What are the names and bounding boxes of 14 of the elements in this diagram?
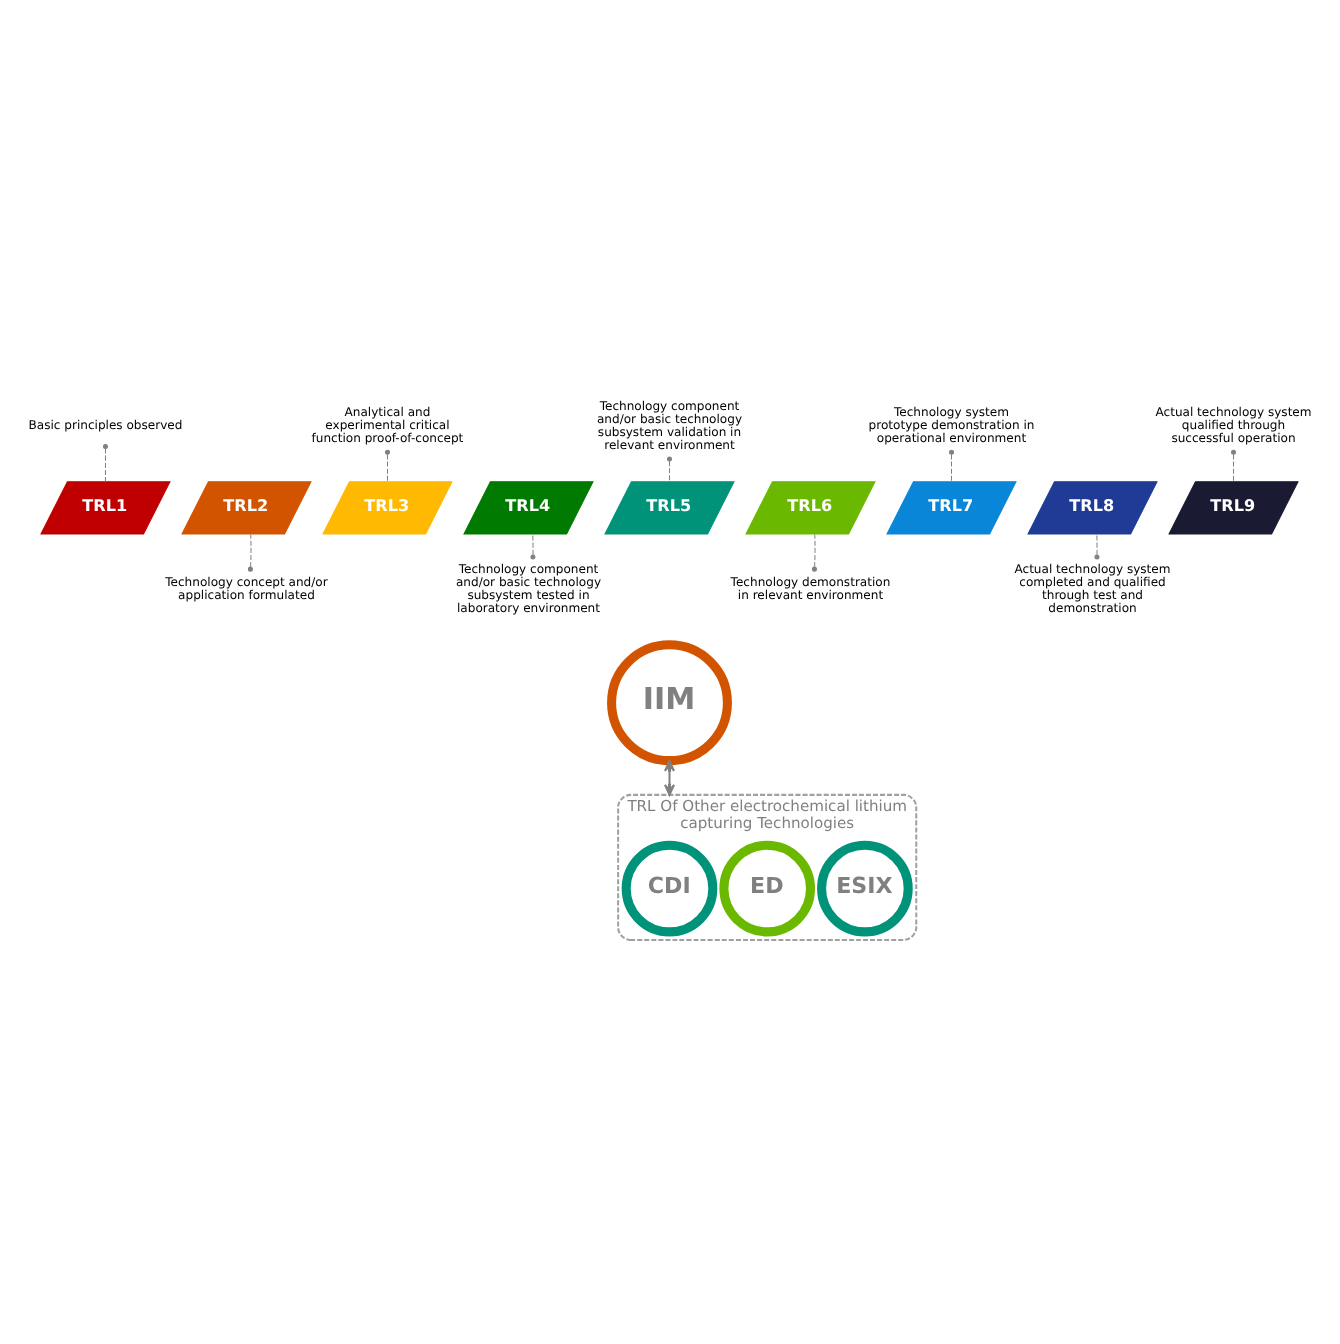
connector	[811, 533, 817, 572]
connector	[666, 456, 672, 483]
connector	[1094, 533, 1100, 560]
node-circle: ESIX	[817, 840, 913, 937]
node-circle: ED	[719, 840, 816, 937]
connector	[949, 449, 955, 483]
connector	[384, 449, 390, 483]
arrow	[663, 759, 676, 796]
node-circle: CDI	[621, 840, 718, 937]
connector	[530, 533, 536, 560]
connector	[247, 533, 253, 572]
connector	[1231, 449, 1237, 483]
node-circle: IIM	[607, 640, 732, 766]
connector	[102, 444, 108, 482]
